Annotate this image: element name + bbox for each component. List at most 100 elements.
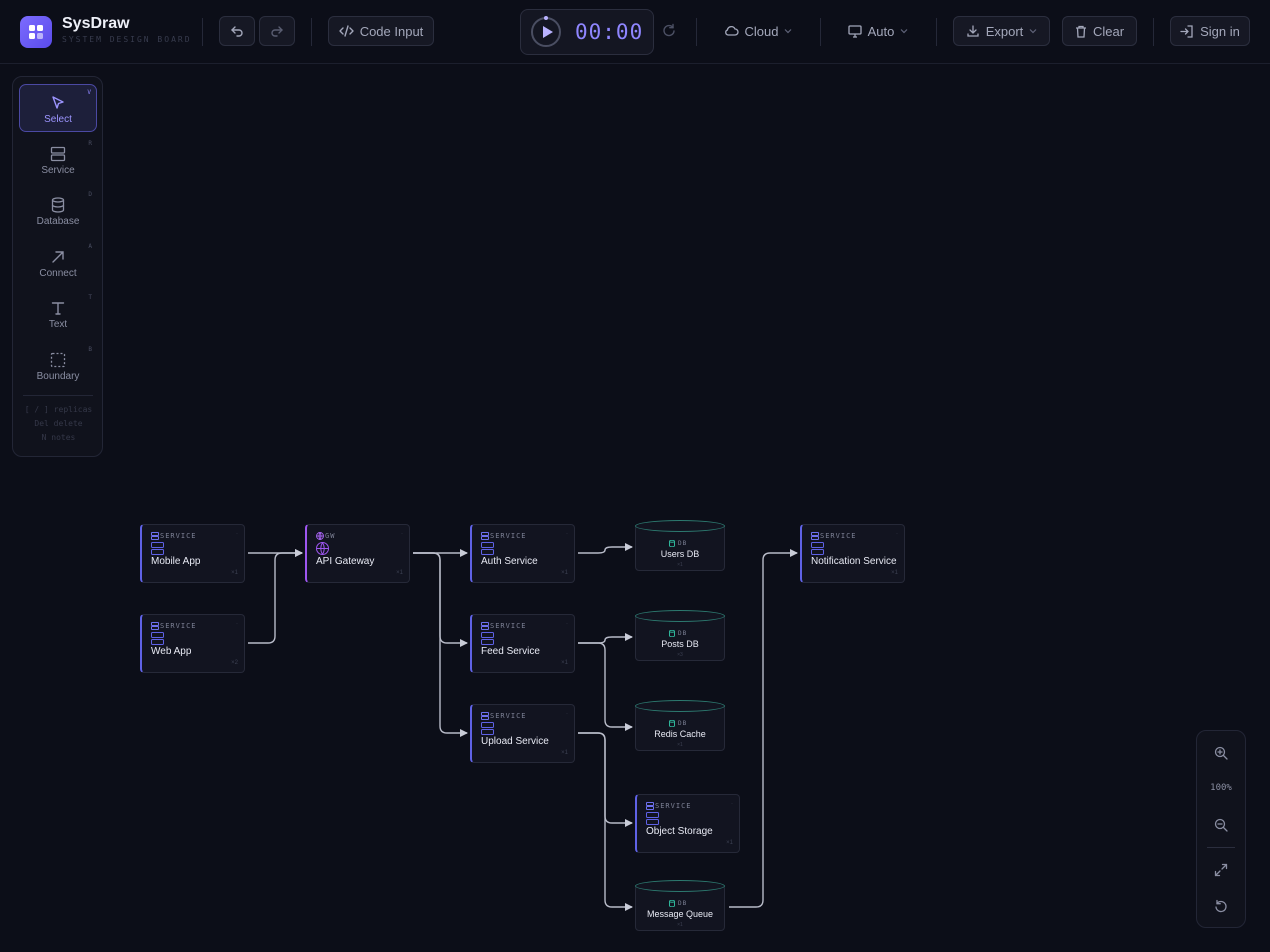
db-message-queue[interactable]: DB Message Queue ×1 [635, 880, 725, 931]
tool-text[interactable]: T Text [19, 290, 97, 338]
node-replicas: ×1 [231, 570, 238, 576]
edge-gateway-upload[interactable] [413, 552, 468, 737]
node-replicas: ×1 [561, 750, 568, 756]
db-replicas: ×1 [677, 742, 683, 748]
shortcut-key: R [88, 140, 92, 147]
logo-icon [20, 16, 52, 48]
db-name: Message Queue [646, 909, 714, 919]
node-menu-dot[interactable]: · [731, 801, 733, 807]
zoom-level: 100% [1210, 783, 1232, 793]
edge-feed-redis[interactable] [578, 642, 633, 731]
edge-auth-usersdb[interactable] [578, 543, 633, 554]
db-name: Users DB [660, 549, 700, 559]
db-type: DB [678, 630, 688, 637]
db-posts[interactable]: DB Posts DB ×3 [635, 610, 725, 661]
sign-in-button[interactable]: Sign in [1170, 16, 1250, 46]
node-name: Upload Service [481, 736, 549, 747]
chevron-down-icon [785, 29, 792, 34]
display-mode-dropdown[interactable]: Auto [840, 16, 916, 46]
code-input-button[interactable]: Code Input [328, 16, 434, 46]
tool-service[interactable]: R Service [19, 136, 97, 184]
undo-button[interactable] [219, 16, 255, 46]
node-notification-service[interactable]: SERVICE · Notification Service ×1 [800, 524, 905, 583]
shortcut-key: V [87, 89, 91, 96]
clear-button[interactable]: Clear [1062, 16, 1137, 46]
play-icon [543, 26, 553, 38]
tool-label: Text [48, 319, 68, 330]
arrow-icon [52, 251, 64, 263]
node-menu-dot[interactable]: · [236, 621, 238, 627]
sign-in-icon [1180, 24, 1193, 38]
node-auth-service[interactable]: SERVICE · Auth Service ×1 [470, 524, 575, 583]
edge-mq-notify[interactable] [729, 549, 798, 908]
hint-notes: N notes [41, 433, 76, 442]
node-object-storage[interactable]: SERVICE · Object Storage ×1 [635, 794, 740, 853]
db-cap [635, 520, 725, 532]
zoom-in-button[interactable] [1197, 746, 1245, 760]
zoom-out-button[interactable] [1197, 818, 1245, 832]
db-users[interactable]: DB Users DB ×1 [635, 520, 725, 571]
tool-label: Boundary [36, 371, 80, 382]
cloud-icon [724, 25, 739, 36]
boundary-icon [50, 352, 66, 368]
redo-button[interactable] [259, 16, 295, 46]
node-menu-dot[interactable]: · [566, 531, 568, 537]
download-icon [967, 25, 979, 37]
node-mobile-app[interactable]: SERVICE · Mobile App ×1 [140, 524, 245, 583]
node-replicas: ×1 [561, 660, 568, 666]
trash-icon [1075, 25, 1086, 38]
db-replicas: ×1 [677, 922, 683, 928]
globe-icon [316, 532, 324, 540]
cloud-dropdown[interactable]: Cloud [716, 16, 800, 46]
tool-select[interactable]: V Select [19, 84, 97, 132]
export-label: Export [985, 23, 1024, 39]
top-bar: SysDraw SYSTEM DESIGN BOARD Code Input 0… [0, 0, 1270, 64]
reset-timer-button[interactable] [662, 23, 676, 42]
edge-feed-postsdb[interactable] [578, 633, 633, 644]
fit-view-button[interactable] [1197, 863, 1245, 877]
node-upload-service[interactable]: SERVICE · Upload Service ×1 [470, 704, 575, 763]
node-type: SERVICE [490, 532, 527, 540]
node-menu-dot[interactable]: · [401, 531, 403, 537]
node-replicas: ×1 [561, 570, 568, 576]
node-name: Web App [151, 646, 192, 657]
node-menu-dot[interactable]: · [896, 531, 898, 537]
edge-web-gateway[interactable] [248, 549, 303, 644]
node-feed-service[interactable]: SERVICE · Feed Service ×1 [470, 614, 575, 673]
zoom-in-icon [1214, 746, 1228, 760]
node-menu-dot[interactable]: · [566, 621, 568, 627]
reset-view-button[interactable] [1197, 899, 1245, 913]
edge-upload-mq[interactable] [578, 732, 633, 911]
zoom-controls: 100% [1196, 730, 1246, 928]
node-type: SERVICE [490, 622, 527, 630]
tool-boundary[interactable]: B Boundary [19, 342, 97, 390]
server-icon [151, 632, 164, 645]
divider [1207, 847, 1235, 848]
server-icon [151, 532, 159, 540]
node-type: SERVICE [820, 532, 857, 540]
server-icon [646, 802, 654, 810]
server-icon [811, 532, 819, 540]
tool-connect[interactable]: A Connect [19, 239, 97, 287]
server-icon [50, 146, 66, 162]
db-redis-cache[interactable]: DB Redis Cache ×1 [635, 700, 725, 751]
play-button[interactable] [531, 16, 561, 47]
node-web-app[interactable]: SERVICE · Web App ×2 [140, 614, 245, 673]
tool-database[interactable]: D Database [19, 187, 97, 235]
server-icon [481, 632, 494, 645]
hint-replicas: [ / ] replicas [24, 405, 93, 414]
undo-icon [231, 26, 243, 37]
export-button[interactable]: Export [953, 16, 1050, 46]
node-menu-dot[interactable]: · [236, 531, 238, 537]
node-name: Feed Service [481, 646, 540, 657]
divider [202, 18, 203, 46]
node-replicas: ×1 [726, 840, 733, 846]
sign-in-label: Sign in [1200, 23, 1240, 39]
node-name: Object Storage [646, 826, 713, 837]
server-icon [481, 722, 494, 735]
node-menu-dot[interactable]: · [566, 711, 568, 717]
code-input-label: Code Input [359, 23, 424, 39]
tool-label: Connect [39, 268, 77, 279]
node-api-gateway[interactable]: GW · API Gateway ×1 [305, 524, 410, 583]
